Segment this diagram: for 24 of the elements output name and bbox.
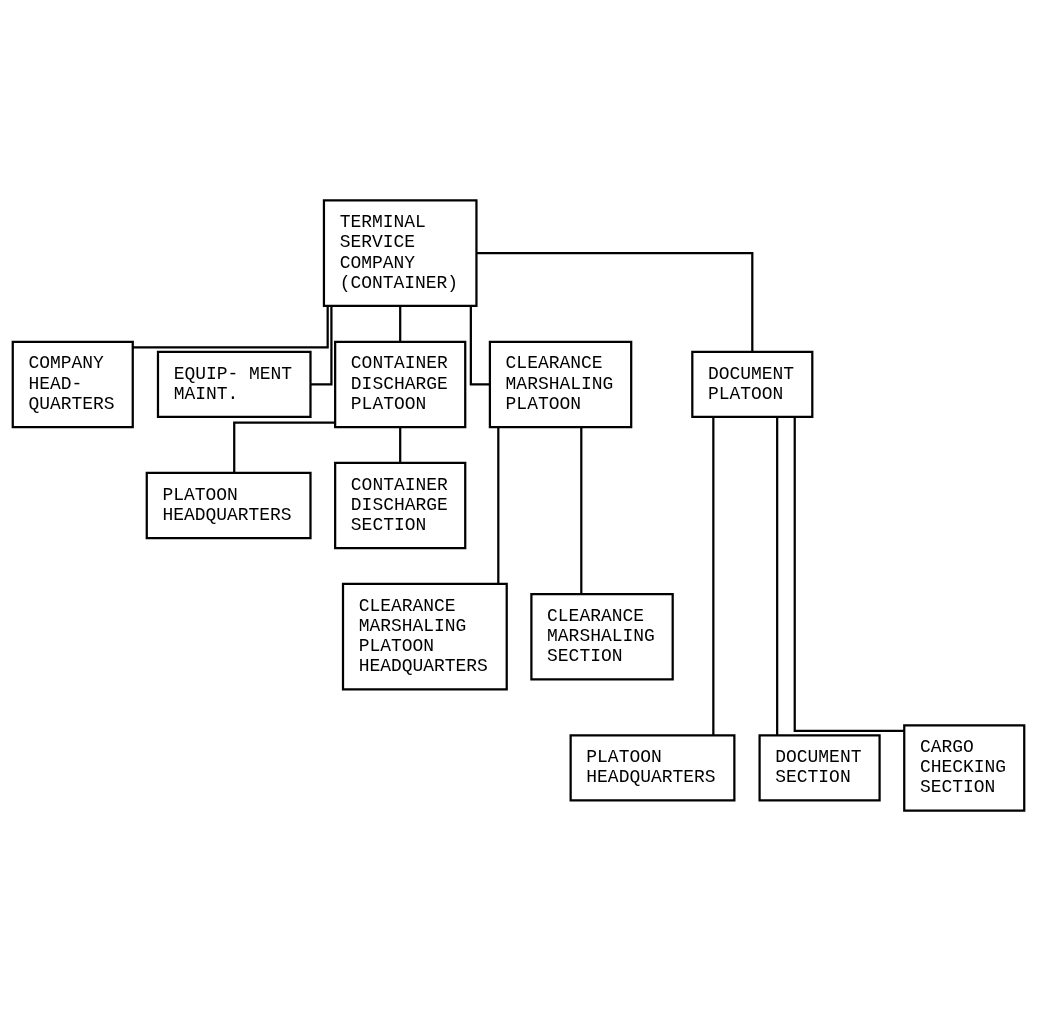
connector: [399, 426, 402, 463]
connector: [793, 416, 904, 732]
connector: [476, 251, 754, 352]
connector: [310, 305, 333, 385]
node-box: DOCUMENT SECTION: [758, 733, 881, 802]
connector: [399, 305, 402, 342]
connector: [132, 305, 329, 348]
node-box: CLEARANCE MARSHALING PLATOON: [488, 340, 633, 428]
node-box: CLEARANCE MARSHALING PLATOON HEADQUARTERS: [341, 582, 508, 691]
connector: [776, 416, 779, 735]
node-box: CARGO CHECKING SECTION: [903, 723, 1026, 812]
node-box: DOCUMENT PLATOON: [691, 350, 814, 418]
node-box: CLEARANCE MARSHALING SECTION: [530, 592, 674, 680]
node-box: EQUIP- MENT MAINT.: [156, 350, 312, 418]
node-box: PLATOON HEADQUARTERS: [569, 733, 736, 802]
node-box: PLATOON HEADQUARTERS: [145, 471, 312, 539]
node-box: TERMINAL SERVICE COMPANY (CONTAINER): [322, 198, 478, 307]
connector: [580, 426, 583, 594]
connector: [233, 420, 336, 473]
node-box: CONTAINER DISCHARGE SECTION: [334, 461, 467, 549]
node-box: CONTAINER DISCHARGE PLATOON: [334, 340, 467, 428]
connector: [497, 426, 500, 584]
node-box: COMPANY HEAD- QUARTERS: [11, 340, 134, 428]
connector: [712, 416, 715, 735]
